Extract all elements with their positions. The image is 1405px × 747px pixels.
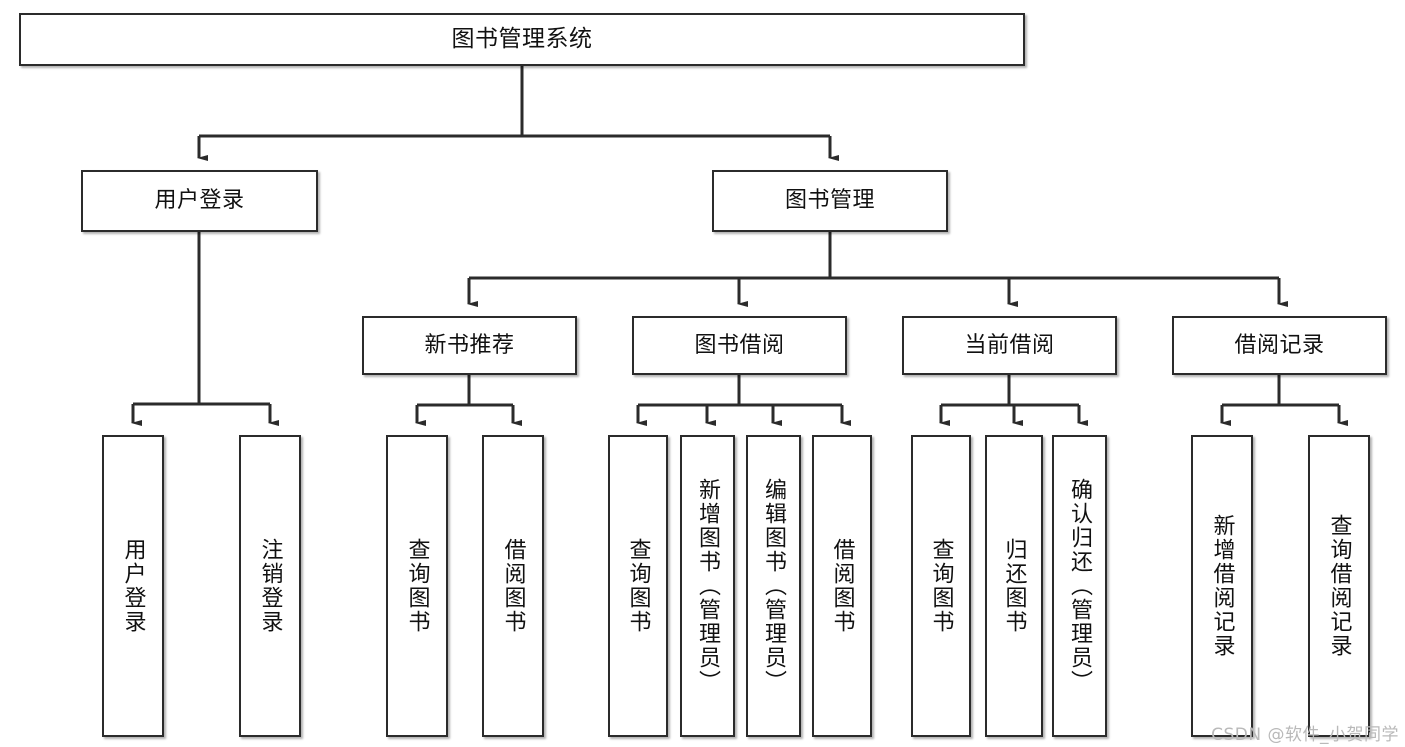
node-leaf-query-borrow-record-label: 查询借阅记录 xyxy=(1326,514,1352,658)
node-book-manage[interactable]: 图书管理 xyxy=(712,170,948,232)
node-book-manage-label: 图书管理 xyxy=(784,188,875,214)
node-root[interactable]: 图书管理系统 xyxy=(19,13,1025,66)
node-book-borrow-label: 图书借阅 xyxy=(694,332,785,358)
node-leaf-borrow-book-2[interactable]: 借阅图书 xyxy=(812,435,872,737)
node-borrow-record[interactable]: 借阅记录 xyxy=(1172,316,1387,375)
node-leaf-borrow-book-1-label: 借阅图书 xyxy=(500,538,526,634)
node-leaf-query-book-2[interactable]: 查询图书 xyxy=(608,435,668,737)
node-current-borrow[interactable]: 当前借阅 xyxy=(902,316,1117,375)
node-leaf-confirm-return-admin-label: 确认归还（管理员） xyxy=(1067,478,1093,694)
node-leaf-return-book-label: 归还图书 xyxy=(1001,538,1027,634)
node-leaf-add-borrow-record[interactable]: 新增借阅记录 xyxy=(1191,435,1253,737)
node-user-login-label: 用户登录 xyxy=(154,188,245,214)
node-leaf-user-logout-label: 注销登录 xyxy=(257,538,283,634)
node-leaf-return-book[interactable]: 归还图书 xyxy=(985,435,1043,737)
node-root-label: 图书管理系统 xyxy=(451,26,593,53)
node-leaf-confirm-return-admin[interactable]: 确认归还（管理员） xyxy=(1052,435,1107,737)
node-leaf-query-book-1[interactable]: 查询图书 xyxy=(386,435,448,737)
node-leaf-query-book-1-label: 查询图书 xyxy=(404,538,430,634)
node-leaf-query-borrow-record[interactable]: 查询借阅记录 xyxy=(1308,435,1370,737)
node-leaf-borrow-book-1[interactable]: 借阅图书 xyxy=(482,435,544,737)
node-borrow-record-label: 借阅记录 xyxy=(1234,332,1325,358)
node-leaf-user-login[interactable]: 用户登录 xyxy=(102,435,164,737)
node-new-book-recommend-label: 新书推荐 xyxy=(424,332,515,358)
node-leaf-query-book-3[interactable]: 查询图书 xyxy=(911,435,971,737)
node-leaf-add-book-admin-label: 新增图书（管理员） xyxy=(695,478,721,694)
node-leaf-edit-book-admin[interactable]: 编辑图书（管理员） xyxy=(746,435,801,737)
node-leaf-query-book-2-label: 查询图书 xyxy=(625,538,651,634)
node-leaf-query-book-3-label: 查询图书 xyxy=(928,538,954,634)
node-leaf-add-book-admin[interactable]: 新增图书（管理员） xyxy=(680,435,735,737)
node-new-book-recommend[interactable]: 新书推荐 xyxy=(362,316,577,375)
node-leaf-add-borrow-record-label: 新增借阅记录 xyxy=(1209,514,1235,658)
node-user-login[interactable]: 用户登录 xyxy=(81,170,318,232)
node-leaf-user-logout[interactable]: 注销登录 xyxy=(239,435,301,737)
node-current-borrow-label: 当前借阅 xyxy=(964,332,1055,358)
watermark: CSDN @软件_小贺同学 xyxy=(1211,725,1399,745)
node-leaf-borrow-book-2-label: 借阅图书 xyxy=(829,538,855,634)
node-leaf-edit-book-admin-label: 编辑图书（管理员） xyxy=(761,478,787,694)
node-book-borrow[interactable]: 图书借阅 xyxy=(632,316,847,375)
node-leaf-user-login-label: 用户登录 xyxy=(120,538,146,634)
